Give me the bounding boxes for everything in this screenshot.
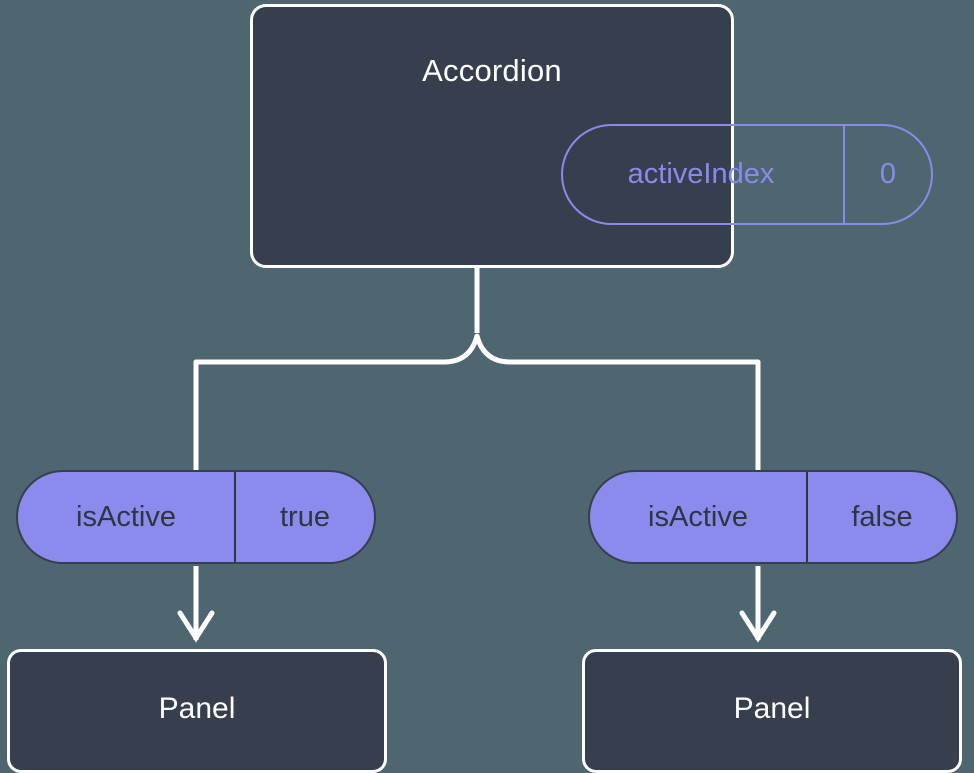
panel-node-right[interactable]: Panel: [582, 649, 962, 773]
page-title: Accordion: [422, 53, 562, 88]
arrow-down-icon-right: [739, 610, 777, 643]
panel-label: Panel: [733, 692, 811, 725]
state-pill-active-index[interactable]: activeIndex 0: [561, 124, 933, 225]
prop-pill-value: true: [234, 472, 374, 562]
prop-pill-key: isActive: [648, 500, 748, 533]
prop-pill-key: isActive: [76, 500, 176, 533]
prop-pill-is-active-true[interactable]: isActive true: [16, 470, 376, 564]
connector-split-bar: [193, 333, 761, 365]
state-pill-value: 0: [843, 126, 931, 223]
panel-node-left[interactable]: Panel: [7, 649, 387, 773]
panel-label: Panel: [158, 692, 236, 725]
prop-pill-is-active-false[interactable]: isActive false: [588, 470, 958, 564]
accordion-component-card[interactable]: Accordion activeIndex 0: [250, 4, 933, 268]
state-pill-key: activeIndex: [627, 158, 775, 190]
prop-pill-value: false: [806, 472, 956, 562]
arrow-down-icon-left: [177, 610, 215, 643]
